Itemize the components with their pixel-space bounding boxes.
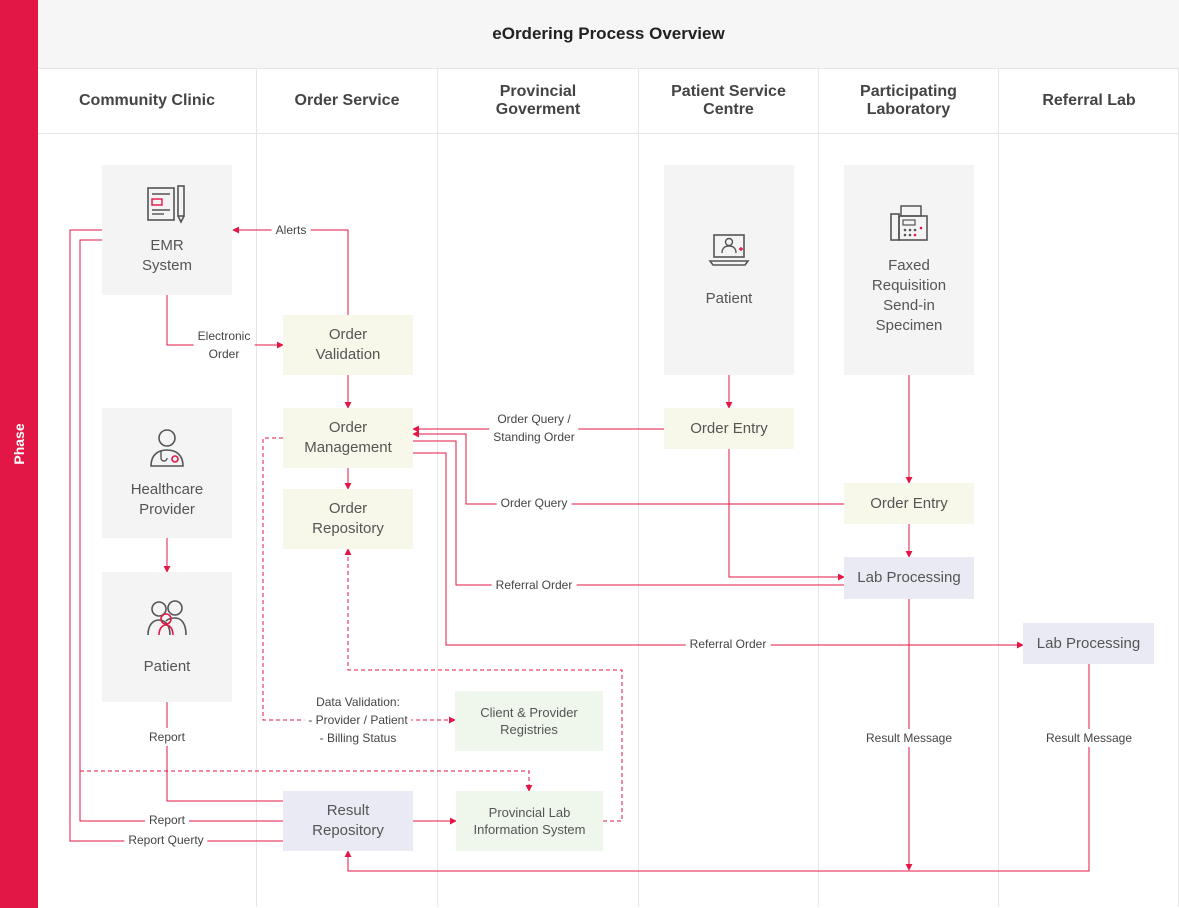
node-emr-system-label: EMR System bbox=[141, 237, 192, 274]
node-order-entry-lab[interactable]: Order Entry bbox=[844, 483, 974, 524]
fax-machine-icon bbox=[889, 204, 929, 248]
node-registries-label: Client & Provider Registries bbox=[480, 705, 578, 737]
edge-order-entry-lab bbox=[728, 449, 845, 581]
node-lab-processing[interactable]: Lab Processing bbox=[844, 557, 974, 599]
patient-couple-icon bbox=[146, 597, 188, 643]
edge-label-electronic-order: Electronic Order bbox=[193, 327, 255, 363]
edge-label-referral-order-1: Referral Order bbox=[491, 576, 577, 594]
node-result-repository[interactable]: Result Repository bbox=[283, 791, 413, 851]
lane-divider bbox=[998, 69, 999, 907]
edge-plis-order-repository bbox=[344, 548, 623, 822]
edge-result-message-2 bbox=[344, 664, 1090, 872]
node-order-entry-psc-label: Order Entry bbox=[690, 419, 768, 437]
laptop-patient-icon bbox=[708, 231, 750, 275]
node-patient-clinic[interactable]: Patient bbox=[102, 572, 232, 702]
lane-header-patient-service-centre: Patient Service Centre bbox=[639, 69, 818, 134]
node-lab-processing-referral[interactable]: Lab Processing bbox=[1023, 623, 1154, 664]
edge-emr-plis bbox=[80, 770, 533, 792]
lane-header-participating-laboratory: Participating Laboratory bbox=[819, 69, 998, 134]
edge-data-validation bbox=[262, 437, 456, 724]
node-order-repository[interactable]: Order Repository bbox=[283, 489, 413, 549]
edge-label-report-1: Report bbox=[144, 728, 190, 746]
node-order-management-label: Order Management bbox=[304, 419, 392, 456]
node-faxed-label: Faxed Requisition Send-in Specimen bbox=[871, 257, 947, 334]
lane-divider bbox=[818, 69, 819, 907]
doctor-icon bbox=[147, 426, 187, 474]
node-result-repository-label: Result Repository bbox=[312, 802, 384, 839]
lane-header-order-service: Order Service bbox=[257, 69, 437, 134]
node-patient-clinic-label: Patient bbox=[143, 658, 191, 675]
lane-header-referral-lab: Referral Lab bbox=[999, 69, 1179, 134]
lane-header-provincial-government: Provincial Goverment bbox=[438, 69, 638, 134]
edge-label-alerts: Alerts bbox=[271, 221, 311, 239]
node-healthcare-provider-label: Healthcare Provider bbox=[130, 481, 204, 518]
emr-document-icon bbox=[146, 184, 188, 230]
node-order-entry-psc[interactable]: Order Entry bbox=[664, 408, 794, 449]
node-faxed-requisition[interactable]: Faxed Requisition Send-in Specimen bbox=[844, 165, 974, 375]
node-patient-psc[interactable]: Patient bbox=[664, 165, 794, 375]
edge-label-data-validation: Data Validation: - Provider / Patient - … bbox=[304, 693, 412, 747]
node-order-management[interactable]: Order Management bbox=[283, 408, 413, 468]
edge-referral-order-1 bbox=[413, 440, 844, 586]
diagram-title: eOrdering Process Overview bbox=[38, 0, 1179, 69]
edge-label-result-message-2: Result Message bbox=[1041, 729, 1137, 747]
edge-label-result-message-1: Result Message bbox=[861, 729, 957, 747]
lane-header-community-clinic: Community Clinic bbox=[38, 69, 256, 134]
lane-divider bbox=[437, 69, 438, 907]
edge-label-order-query: Order Query bbox=[496, 494, 572, 512]
node-provincial-lab-info-system[interactable]: Provincial Lab Information System bbox=[456, 791, 603, 851]
node-lab-processing-referral-label: Lab Processing bbox=[1036, 634, 1141, 652]
node-emr-system[interactable]: EMR System bbox=[102, 165, 232, 295]
phase-sidebar bbox=[0, 0, 38, 908]
edge-label-report-query: Report Querty bbox=[124, 831, 208, 849]
edge-label-report-2: Report bbox=[144, 811, 190, 829]
node-patient-psc-label: Patient bbox=[705, 290, 753, 307]
edge-label-referral-order-2: Referral Order bbox=[685, 635, 771, 653]
edge-alerts bbox=[232, 226, 349, 315]
lane-divider bbox=[256, 69, 257, 907]
node-plis-label: Provincial Lab Information System bbox=[473, 805, 586, 837]
node-order-validation-label: Order Validation bbox=[315, 326, 381, 363]
edge-referral-order-2 bbox=[413, 452, 1024, 649]
edge-order-query bbox=[412, 430, 844, 505]
edge-label-order-query-standing: Order Query / Standing Order bbox=[489, 410, 579, 446]
node-order-entry-lab-label: Order Entry bbox=[870, 494, 948, 512]
node-client-provider-registries[interactable]: Client & Provider Registries bbox=[455, 691, 603, 751]
node-healthcare-provider[interactable]: Healthcare Provider bbox=[102, 408, 232, 538]
node-order-repository-label: Order Repository bbox=[312, 500, 384, 537]
edge-report-patient bbox=[166, 702, 283, 802]
lane-divider bbox=[638, 69, 639, 907]
node-lab-processing-label: Lab Processing bbox=[857, 569, 961, 586]
node-order-validation[interactable]: Order Validation bbox=[283, 315, 413, 375]
